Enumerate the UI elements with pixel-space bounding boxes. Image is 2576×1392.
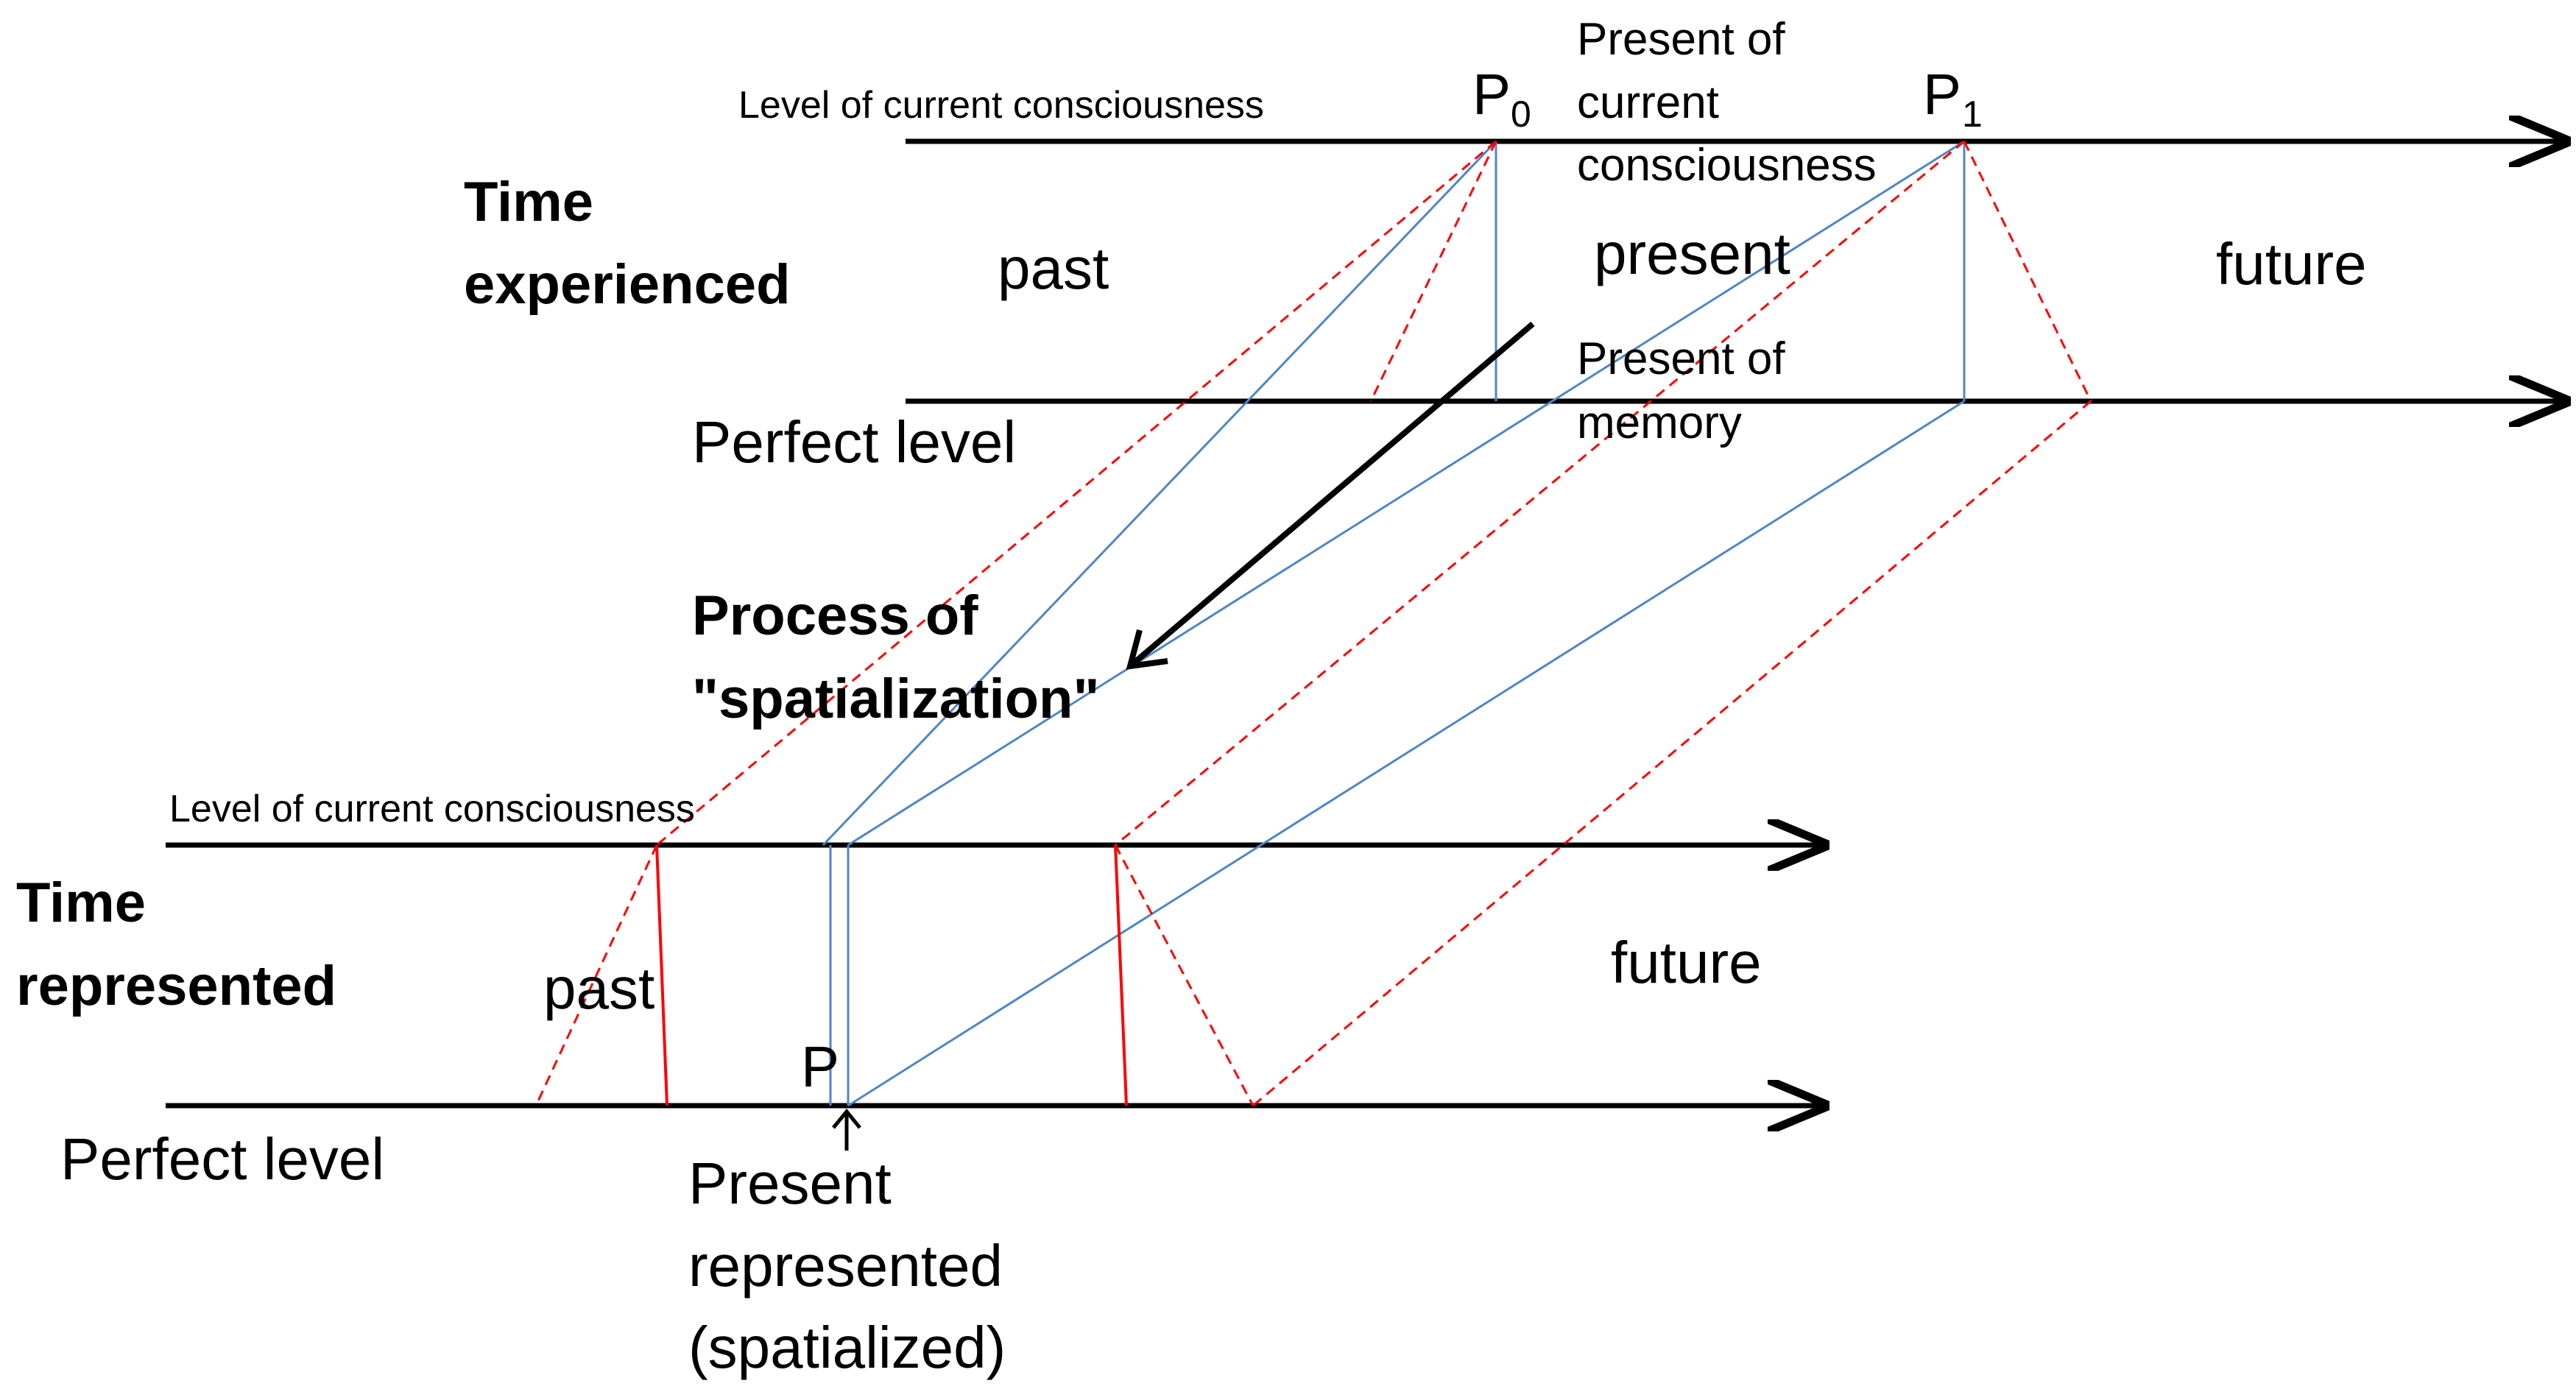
bottom-past-dashed xyxy=(534,844,658,1106)
bottom-title-line-1: Time xyxy=(16,872,146,934)
top-past-label: past xyxy=(998,236,1109,301)
p1-to-perfect-right xyxy=(1963,141,2092,402)
present-of-current-line-1: Present of xyxy=(1577,14,1785,65)
bottom-level-current-label: Level of current consciousness xyxy=(169,788,695,830)
present-of-memory-line-2: memory xyxy=(1577,398,1742,448)
p0-to-perfect-left xyxy=(1369,141,1497,402)
top-level-current-label: Level of current consciousness xyxy=(738,84,1264,127)
p0-to-bottom-left xyxy=(822,140,1497,847)
red-dashed-lines xyxy=(534,140,2092,1107)
blue-projection-lines xyxy=(822,140,1966,1107)
p0-label: P 0 xyxy=(1472,62,1531,135)
bottom-title-line-2: represented xyxy=(16,955,336,1017)
p1-main: P xyxy=(1923,62,1961,127)
present-represented-line-1: Present xyxy=(688,1151,892,1216)
red-solid-lines xyxy=(655,844,1128,1106)
process-label-line-1: Process of xyxy=(692,584,978,647)
top-title-line-2: experienced xyxy=(464,253,791,316)
present-represented-line-2: represented xyxy=(688,1233,1003,1299)
bottom-future-label: future xyxy=(1611,930,1762,995)
present-represented-arrowhead xyxy=(832,1109,861,1129)
bottom-perfect-level-label: Perfect level xyxy=(60,1126,384,1192)
bottom-axes xyxy=(166,845,1824,1106)
process-label-line-2: "spatialization" xyxy=(692,668,1100,730)
p1-perfect-to-bottom-p xyxy=(847,400,1965,1107)
spatialization-arrow xyxy=(1128,321,1535,669)
bottom-p-label: P xyxy=(801,1034,839,1099)
top-title-line-1: Time xyxy=(464,171,593,233)
bottom-future-solid xyxy=(1114,844,1128,1106)
present-of-current-line-3: consciousness xyxy=(1577,140,1877,191)
present-of-current-line-2: current xyxy=(1577,77,1719,128)
p1-to-bottom-left xyxy=(847,140,1965,847)
bottom-future-dashed xyxy=(1114,844,1255,1106)
bottom-past-solid xyxy=(655,844,668,1106)
p0-to-bottom-past xyxy=(656,140,1497,847)
top-axes xyxy=(906,141,2566,401)
present-represented-line-3: (spatialized) xyxy=(688,1315,1006,1380)
bottom-past-label: past xyxy=(543,955,654,1021)
top-perfect-level-label: Perfect level xyxy=(692,409,1016,475)
p1-label: P 1 xyxy=(1923,62,1983,135)
top-present-label: present xyxy=(1594,221,1790,286)
p0-subscript: 0 xyxy=(1511,93,1531,135)
spatialization-arrowhead xyxy=(1126,629,1168,670)
p0-main: P xyxy=(1472,62,1511,127)
p1-subscript: 1 xyxy=(1962,93,1983,135)
present-of-memory-line-1: Present of xyxy=(1577,333,1785,384)
p1-to-bottom-future xyxy=(1115,140,1965,847)
top-future-label: future xyxy=(2216,231,2367,297)
perfect-right-to-bottom xyxy=(1252,400,2092,1107)
